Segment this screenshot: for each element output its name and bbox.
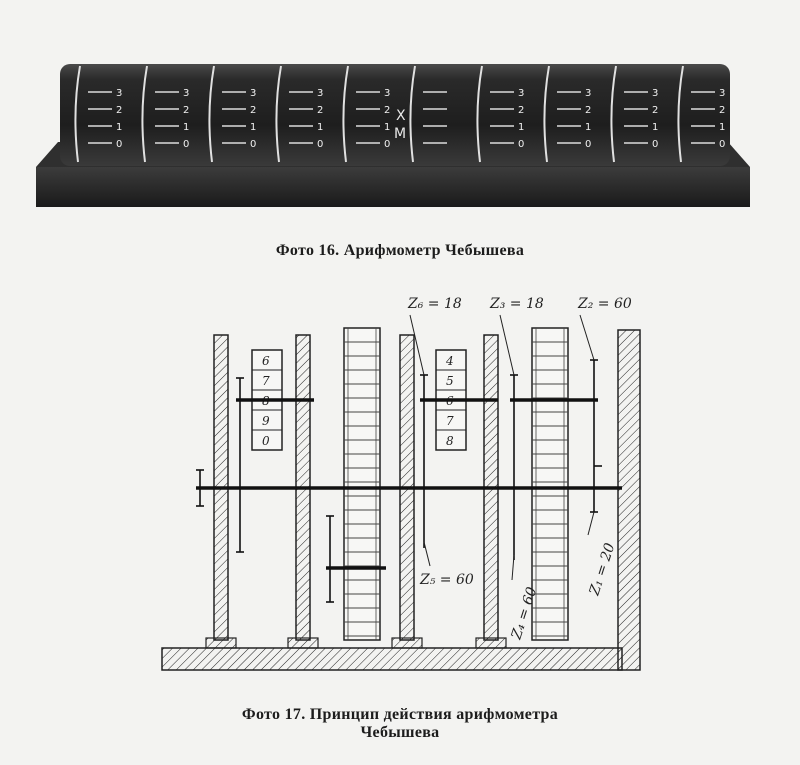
wheel-digit: 3	[183, 88, 189, 99]
wheel-digit: 3	[317, 88, 323, 99]
label-z6: Z₆ = 18	[407, 296, 462, 312]
drum-digit: 7	[446, 414, 454, 428]
wheel-digit: 2	[317, 105, 323, 116]
drum-digit: 9	[262, 414, 270, 428]
drum-digit: 5	[446, 374, 454, 388]
wheel-digit: 3	[384, 88, 390, 99]
wheel-digit: 2	[518, 105, 524, 116]
wheel-digit: 0	[652, 139, 658, 150]
wheel-digit: 0	[317, 139, 323, 150]
wheel-digit: 0	[518, 139, 524, 150]
side-wall	[617, 329, 641, 671]
wheel-digit: 3	[652, 88, 658, 99]
counter-wheel: 3 2 1 0	[74, 65, 122, 163]
sign-x: X	[396, 108, 406, 124]
wheel-digit: 0	[384, 139, 390, 150]
wheel-digit: 2	[585, 105, 591, 116]
sign-m: M	[394, 126, 406, 142]
wheel-digit: 1	[518, 122, 524, 133]
counter-wheel: 3 2 1 0	[208, 65, 256, 163]
drum-digit: 4	[445, 354, 454, 368]
wheel-digit: 1	[652, 122, 658, 133]
wheel-digit: 3	[116, 88, 122, 99]
wheel-digit: 0	[719, 139, 725, 150]
label-z2: Z₂ = 60	[577, 296, 632, 312]
label-z5: Z₅ = 60	[419, 572, 474, 588]
wheel-digit: 2	[384, 105, 390, 116]
drum-digit: 7	[262, 374, 270, 388]
counter-wheel: 3 2 1 0	[677, 65, 725, 163]
counter-wheel: 3 2 1 0	[476, 65, 524, 163]
photo17-caption: Фото 17. Принцип действия арифмометра Че…	[0, 706, 800, 742]
wheel-digit: 2	[719, 105, 725, 116]
wheel-digit: 1	[116, 122, 122, 133]
base-plate	[161, 647, 623, 671]
counter-wheel: 3 2 1 0	[610, 65, 658, 163]
photo16-caption: Фото 16. Арифмометр Чебышева	[275, 242, 525, 259]
wheel-digit: 1	[585, 122, 591, 133]
wheel-digit: 0	[116, 139, 122, 150]
counter-wheel: 3 2 1 0	[342, 65, 390, 163]
label-z3: Z₃ = 18	[489, 296, 544, 312]
wheel-digit: 2	[250, 105, 256, 116]
wheel-digit: 2	[183, 105, 189, 116]
wheel-digit: 1	[719, 122, 725, 133]
counter-wheel: 3 2 1 0	[543, 65, 591, 163]
wheel-digit: 3	[585, 88, 591, 99]
photo17-caption-line1: Фото 17. Принцип действия арифмометра	[241, 706, 559, 723]
wheel-digit: 3	[518, 88, 524, 99]
counter-wheel: 3 2 1 0	[275, 65, 323, 163]
wheel-digit: 1	[183, 122, 189, 133]
wheel-digit: 0	[183, 139, 189, 150]
drum-digit: 6	[262, 354, 270, 368]
counter-wheel: 3 2 1 0	[141, 65, 189, 163]
wheel-digit: 2	[116, 105, 122, 116]
drum-digit: 0	[262, 434, 270, 448]
wheel-digit: 3	[250, 88, 256, 99]
wheel-digit: 3	[719, 88, 725, 99]
wheel-digit: 1	[250, 122, 256, 133]
counter-wheel	[409, 65, 447, 163]
wheel-digit: 1	[384, 122, 390, 133]
photo17-caption-line2: Чебышева	[360, 724, 440, 741]
wheel-digit: 2	[652, 105, 658, 116]
wheel-digit: 0	[250, 139, 256, 150]
large-drum-1	[343, 327, 381, 641]
mechanism-diagram: 67890 45678 Z₆ = 18 Z₃ = 18 Z₂ = 60 Z₅ =…	[161, 296, 641, 671]
drum-digit: 8	[446, 434, 454, 448]
wheel-digit: 1	[317, 122, 323, 133]
arithmometer-photo: 3 2 1 0 3 2 1 0 3 2 1 0 3 2 1 0 3 2 1 0 3 2 1 0 3 2 1 0 3 2 1 0 3 2 1 0 X M	[36, 64, 750, 207]
wheel-digit: 0	[585, 139, 591, 150]
large-drum-2	[531, 327, 569, 641]
label-z1: Z₁ = 20	[586, 541, 618, 598]
